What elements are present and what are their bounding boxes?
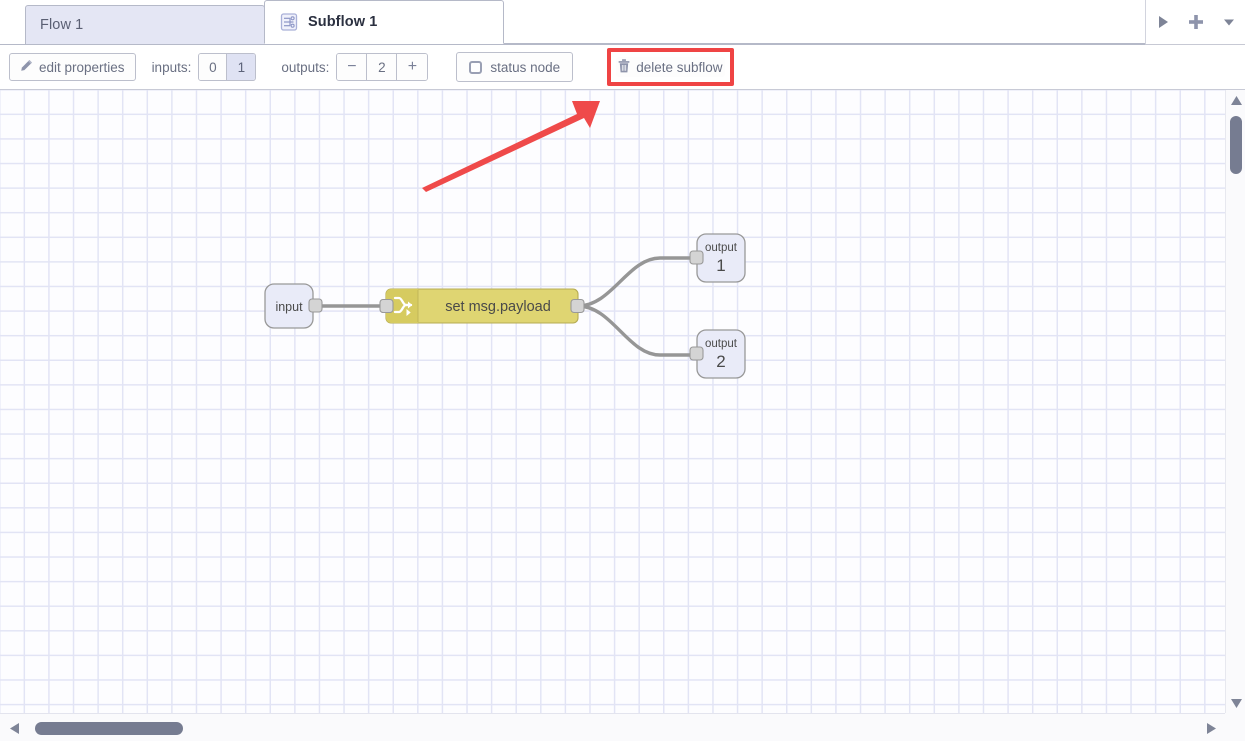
subflow-output-node-1: output 1 [689, 233, 746, 283]
add-tab-icon[interactable] [1183, 9, 1209, 35]
output-2-label: output [705, 338, 738, 350]
tab-subflow-1[interactable]: Subflow 1 [264, 0, 504, 44]
wires [311, 256, 699, 357]
scroll-left-arrow-icon[interactable] [4, 718, 24, 738]
edit-properties-button[interactable]: edit properties [9, 53, 136, 81]
tab-bar-empty-space [503, 5, 1145, 44]
outputs-increment-button[interactable]: + [397, 54, 428, 80]
inputs-option-1[interactable]: 1 [227, 54, 256, 80]
tab-flow-1-label: Flow 1 [40, 17, 84, 33]
wire-change-to-output2 [576, 304, 699, 357]
status-node-label: status node [490, 59, 561, 75]
change-node-label: set msg.payload [445, 299, 551, 315]
delete-subflow-label: delete subflow [636, 59, 723, 75]
trash-icon [618, 58, 636, 76]
change-node: set msg.payload [379, 288, 585, 324]
output-1-label: output [705, 242, 738, 254]
scroll-up-arrow-icon[interactable] [1226, 90, 1245, 110]
vertical-scrollbar-thumb[interactable] [1230, 116, 1242, 174]
outputs-decrement-button[interactable]: − [337, 54, 368, 80]
vertical-scrollbar[interactable] [1225, 90, 1245, 713]
outputs-stepper: − 2 + [336, 53, 429, 81]
output-1-number: 1 [716, 256, 725, 275]
inputs-label: inputs: [151, 59, 192, 75]
tabs-strip: Flow 1 Subflow 1 [0, 0, 1145, 45]
svg-text:input: input [275, 300, 303, 314]
scroll-right-arrow-icon[interactable] [1201, 718, 1221, 738]
horizontal-scrollbar[interactable] [0, 713, 1225, 741]
annotation-arrow [422, 101, 600, 192]
tab-subflow-1-label: Subflow 1 [308, 14, 378, 30]
change-node-icon [393, 296, 413, 316]
scrollbar-corner [1225, 713, 1245, 741]
tab-bar: Flow 1 Subflow 1 [0, 0, 1245, 45]
chevron-down-icon[interactable] [1216, 9, 1242, 35]
status-node-checkbox-icon[interactable] [469, 60, 483, 74]
subflow-input-node: input [264, 283, 323, 329]
inputs-option-0[interactable]: 0 [199, 54, 228, 80]
status-node-button[interactable]: status node [456, 52, 574, 82]
edit-properties-label: edit properties [39, 59, 125, 75]
wire-change-to-output1 [576, 256, 699, 308]
subflow-output-node-2: output 2 [689, 329, 746, 379]
delete-subflow-button[interactable]: delete subflow [616, 57, 725, 77]
tab-bar-tools [1145, 0, 1245, 44]
delete-subflow-highlight: delete subflow [607, 48, 734, 86]
pencil-icon [20, 59, 39, 75]
play-icon[interactable] [1150, 9, 1176, 35]
flow-canvas[interactable]: input set msg.payload [0, 90, 1225, 713]
scroll-down-arrow-icon[interactable] [1226, 693, 1245, 713]
tab-flow-1[interactable]: Flow 1 [25, 5, 265, 44]
horizontal-scrollbar-thumb[interactable] [35, 722, 183, 735]
inputs-segmented-control: 0 1 [198, 53, 257, 81]
outputs-value: 2 [367, 54, 398, 80]
subflow-toolbar: edit properties inputs: 0 1 outputs: − 2… [0, 45, 1245, 90]
canvas-area: input set msg.payload [0, 90, 1245, 741]
subflow-icon [279, 12, 308, 32]
outputs-label: outputs: [281, 59, 330, 75]
output-2-number: 2 [716, 352, 725, 371]
